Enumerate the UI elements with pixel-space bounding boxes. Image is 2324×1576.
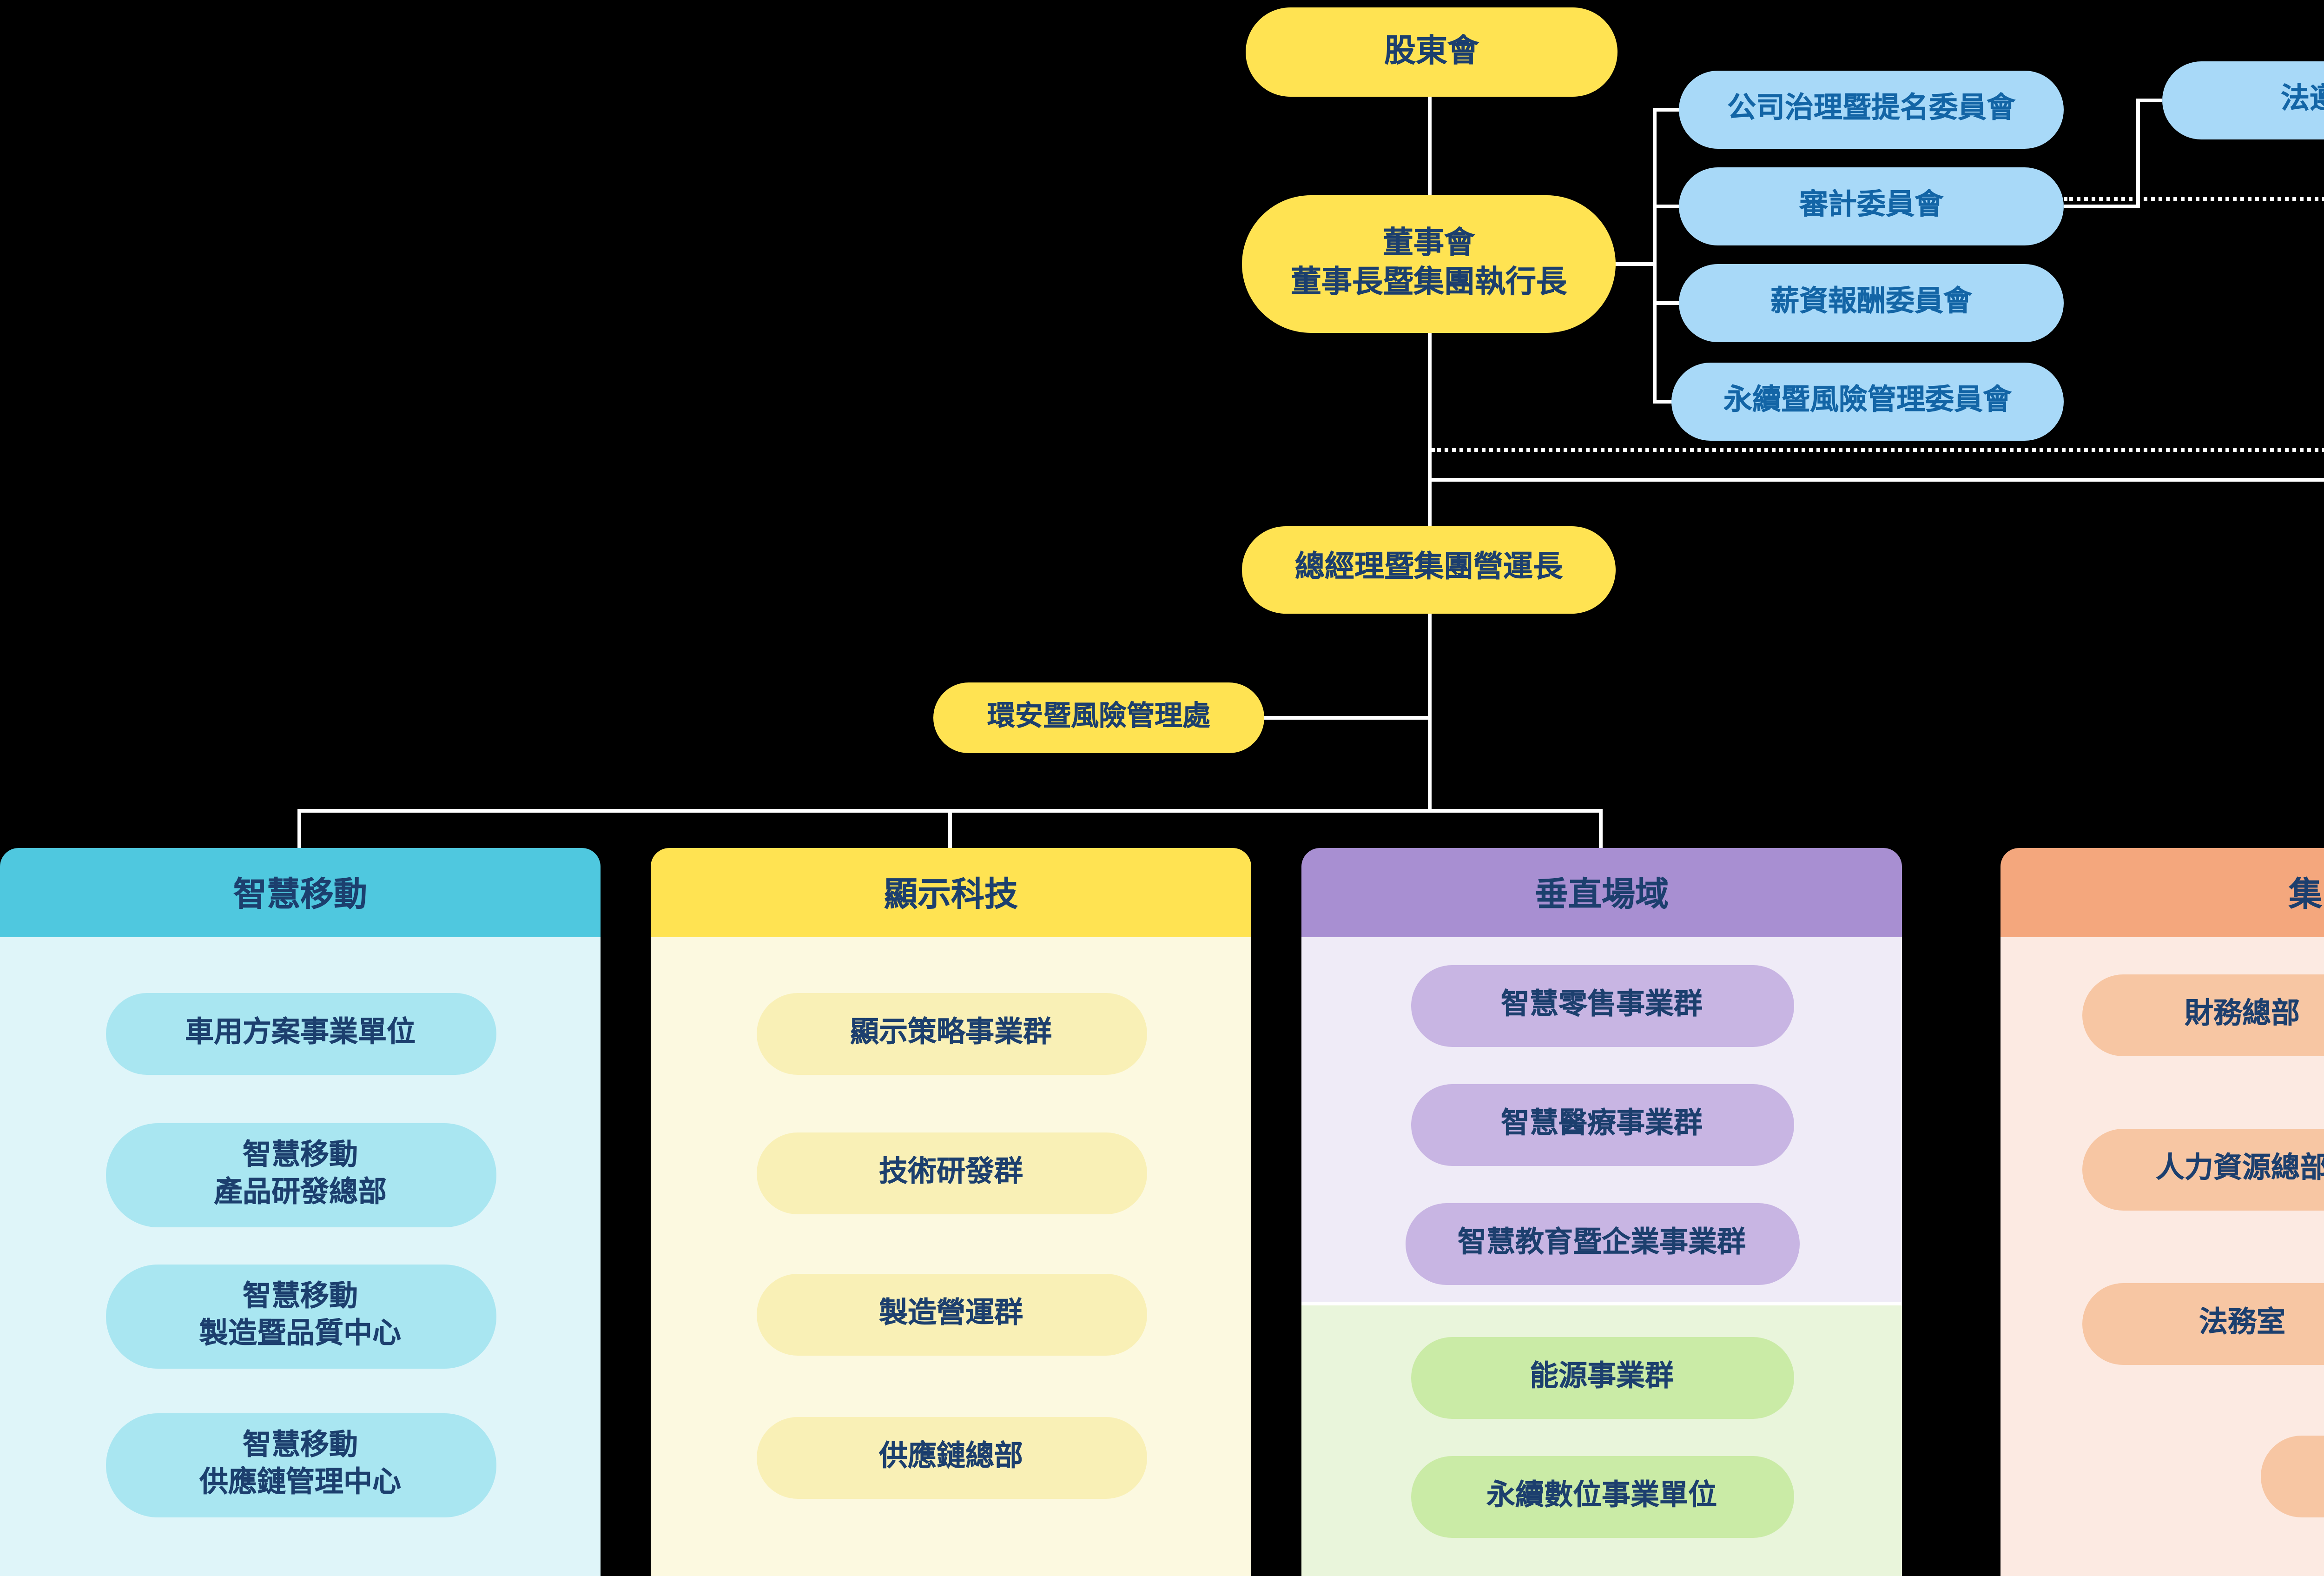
connector-line (1653, 400, 1681, 404)
chief-compliance-counsel-box: 法遵總顧問 (2162, 61, 2324, 139)
connector-line (1653, 205, 1681, 208)
connector-line (1428, 478, 2324, 482)
unit-pill: 智慧移動 供應鏈管理中心 (105, 1413, 495, 1517)
unit-pill: 智慧教育暨企業事業群 (1405, 1203, 1799, 1285)
unit-pill: 智慧零售事業群 (1410, 965, 1793, 1047)
column-display-technology-header: 顯示科技 (651, 848, 1251, 937)
committee-compensation: 薪資報酬委員會 (1679, 264, 2064, 342)
unit-pill: 供應鏈總部 (756, 1417, 1146, 1499)
column-vertical-domains-header: 垂直場域 (1301, 848, 1902, 937)
unit-pill: 財務總部 (2082, 974, 2324, 1056)
connector-line (1653, 301, 1681, 305)
column-group-support-header: 集團營運支援單位 (2000, 848, 2324, 937)
column-smart-mobility: 智慧移動 車用方案事業單位 智慧移動 產品研發總部 智慧移動 製造暨品質中心 智… (0, 848, 601, 1576)
connector-line (2064, 205, 2140, 208)
unit-pill: 製造營運群 (756, 1274, 1146, 1356)
committee-governance-nomination: 公司治理暨提名委員會 (1679, 71, 2064, 149)
connector-line (1653, 108, 1681, 112)
unit-pill: 永續數位事業單位 (1410, 1456, 1793, 1538)
dotted-connector-line (1432, 448, 2324, 452)
connector-line (2136, 99, 2140, 208)
committee-sustainability-risk: 永續暨風險管理委員會 (1671, 363, 2064, 441)
unit-pill: 人力資源總部 (2082, 1129, 2324, 1211)
connector-line (2136, 99, 2162, 102)
ehs-risk-management-box: 環安暨風險管理處 (933, 682, 1264, 753)
unit-pill: 智慧移動 製造暨品質中心 (105, 1265, 495, 1369)
connector-line (948, 809, 952, 848)
connector-line (1264, 716, 1432, 720)
column-display-technology: 顯示科技 顯示策略事業群 技術研發群 製造營運群 供應鏈總部 (651, 848, 1251, 1576)
column-group-support: 集團營運支援單位 財務總部 數位技術發展總部 人力資源總部 永續發展總部 法務室… (2000, 848, 2324, 1576)
unit-pill: 能源事業群 (1410, 1337, 1793, 1419)
dotted-connector-line (2064, 197, 2324, 201)
unit-pill: 車用方案事業單位 (105, 993, 495, 1075)
connector-line (1614, 262, 1655, 266)
committee-audit: 審計委員會 (1679, 167, 2064, 245)
connector-line (1428, 614, 1432, 813)
unit-pill: 顯示策略事業群 (756, 993, 1146, 1075)
column-smart-mobility-header: 智慧移動 (0, 848, 601, 937)
connector-line (1428, 333, 1432, 528)
unit-pill: 智慧醫療事業群 (1410, 1084, 1793, 1166)
board-box: 董事會 董事長暨集團執行長 (1242, 195, 1616, 333)
unit-pill: 智慧移動 產品研發總部 (105, 1123, 495, 1227)
shareholders-box: 股東會 (1246, 7, 1618, 97)
connector-line (1599, 809, 1603, 848)
column-vertical-domains: 垂直場域 智慧零售事業群 智慧醫療事業群 智慧教育暨企業事業群 能源事業群 永續… (1301, 848, 1902, 1576)
president-coo-box: 總經理暨集團營運長 (1242, 526, 1616, 614)
unit-pill: 技術研發群 (756, 1132, 1146, 1214)
connector-line (297, 809, 301, 848)
connector-line (1653, 108, 1657, 404)
unit-pill: 法務室 (2082, 1283, 2324, 1365)
unit-pill: 稽核管理處 (2261, 1436, 2324, 1517)
connector-line (1428, 97, 1432, 197)
